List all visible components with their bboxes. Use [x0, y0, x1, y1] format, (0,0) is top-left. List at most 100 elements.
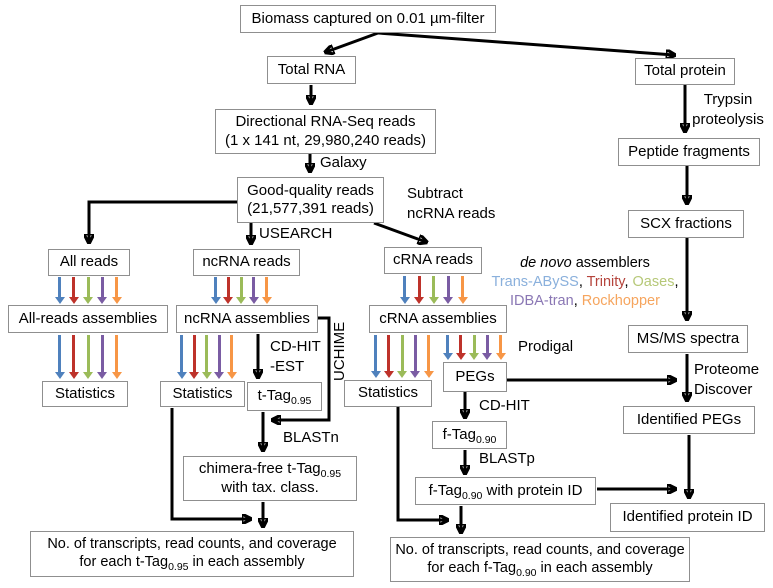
box-statistics-crna-label: Statistics — [357, 384, 418, 402]
box-summary-f: No. of transcripts, read counts, and cov… — [390, 537, 690, 582]
summary-t-subscript: 0.95 — [168, 560, 189, 573]
assembler-arrow — [86, 335, 90, 372]
box-good-reads-line1: Good-quality reads — [247, 181, 374, 199]
box-scx-fractions: SCX fractions — [628, 210, 744, 238]
assembler-arrows-crna-to-statistics — [374, 335, 430, 378]
box-identified-pegs: Identified PEGs — [623, 406, 755, 434]
assembler-arrow — [446, 335, 449, 353]
label-subtract: Subtract ncRNA reads — [407, 184, 495, 223]
assembler-arrow — [403, 276, 406, 297]
box-chimera-free-line2: with tax. class. — [221, 478, 319, 496]
assembler-arrows-all-assemblies — [58, 335, 118, 379]
assembler-arrow — [86, 277, 90, 297]
box-statistics-ncrna-label: Statistics — [172, 384, 233, 402]
t-tag-subscript: 0.95 — [290, 395, 312, 408]
assembler-arrow — [72, 335, 76, 372]
box-crna-reads: cRNA reads — [384, 247, 482, 274]
box-rnaseq-reads-line1: Directional RNA-Seq reads — [235, 113, 416, 131]
box-ncrna-assemblies-label: ncRNA assemblies — [184, 309, 310, 327]
legend-title-italic: de novo — [520, 255, 572, 271]
assembler-arrow — [58, 277, 61, 297]
box-peptide-fragments-label: Peptide fragments — [628, 142, 750, 160]
label-subtract-line1: Subtract — [407, 185, 463, 202]
assembler-arrow — [58, 335, 61, 372]
assembler-arrow — [499, 335, 502, 353]
assembler-arrow — [214, 277, 217, 297]
assembler-arrow — [400, 335, 404, 371]
label-cdhit-est-line2: -EST — [270, 357, 305, 375]
box-f-tag: f-Tag0.90 — [432, 421, 507, 449]
assembler-arrows-ncrna-assemblies — [180, 335, 233, 379]
box-total-rna-label: Total RNA — [277, 60, 346, 78]
box-good-reads: Good-quality reads (21,577,391 reads) — [237, 177, 384, 223]
box-f-tag-protein: f-Tag0.90 with protein ID — [415, 477, 596, 505]
arrow-biomass-to-total-protein — [377, 31, 674, 55]
label-cdhit-est-line1: CD-HIT — [270, 338, 321, 355]
arrow-statistics-crna-to-summary-f — [396, 407, 447, 520]
assembler-arrow — [192, 335, 196, 372]
legend-item: IDBA-tran — [510, 292, 574, 309]
assembler-arrow — [265, 277, 268, 297]
box-summary-f-line2: for each f-Tag0.90 in each assembly — [427, 559, 653, 579]
label-proteome-line2: Discover — [694, 380, 753, 398]
assembler-arrow — [417, 276, 421, 297]
box-identified-protein: Identified protein ID — [610, 503, 765, 532]
label-cdhit-est: CD-HIT -EST — [270, 337, 321, 376]
legend-item: Rockhopper — [581, 292, 660, 309]
box-ncrna-assemblies: ncRNA assemblies — [176, 305, 318, 333]
assembler-arrows-ncrna-reads — [214, 277, 268, 304]
assembler-arrow — [413, 335, 417, 371]
legend-title: de novo assemblers — [487, 254, 683, 273]
box-good-reads-line2: (21,577,391 reads) — [247, 200, 374, 217]
legend-title-rest: assemblers — [571, 255, 650, 271]
label-trypsin: Trypsin proteolysis — [680, 90, 773, 129]
box-total-protein-label: Total protein — [644, 62, 726, 80]
assembler-arrow — [387, 335, 391, 371]
box-crna-assemblies: cRNA assemblies — [369, 305, 507, 333]
arrow-statistics-ncrna-to-summary-t — [170, 408, 250, 519]
box-summary-t-line1: No. of transcripts, read counts, and cov… — [47, 536, 337, 553]
assembler-arrow — [461, 276, 464, 297]
label-proteome-discover: Proteome Discover — [694, 360, 759, 399]
assembler-arrow — [485, 335, 489, 353]
assembler-arrow — [374, 335, 377, 371]
assembler-arrow — [472, 335, 476, 353]
legend-item: , — [624, 273, 633, 290]
assembler-arrow — [459, 335, 463, 353]
assembler-legend: de novo assemblers Trans-ABySS, Trinity,… — [487, 254, 683, 311]
assembler-arrow — [252, 277, 256, 297]
f-tag-protein-subscript: 0.90 — [461, 489, 483, 502]
assembler-arrow — [427, 335, 430, 371]
box-total-rna: Total RNA — [267, 56, 356, 84]
label-prodigal: Prodigal — [518, 338, 574, 355]
assembler-arrow — [226, 277, 230, 297]
assembler-arrow — [432, 276, 435, 297]
box-pegs: PEGs — [443, 362, 507, 392]
legend-item: , — [573, 292, 582, 309]
box-statistics-all-label: Statistics — [54, 384, 115, 402]
legend-item: , — [578, 273, 587, 290]
box-statistics-ncrna: Statistics — [160, 381, 245, 407]
box-peptide-fragments: Peptide fragments — [618, 138, 760, 166]
assembler-arrows-crna-to-pegs — [446, 335, 502, 360]
box-identified-protein-label: Identified protein ID — [622, 508, 753, 526]
box-identified-pegs-label: Identified PEGs — [636, 410, 742, 428]
box-f-tag-label: f-Tag0.90 — [442, 425, 497, 446]
box-chimera-free-line1: chimera-free t-Tag0.95 — [198, 460, 342, 481]
label-cdhit: CD-HIT — [479, 397, 530, 414]
legend-item: Trans-ABySS — [491, 273, 579, 290]
box-scx-fractions-label: SCX fractions — [640, 214, 732, 232]
box-msms-spectra: MS/MS spectra — [628, 325, 748, 353]
label-blastn: BLASTn — [283, 429, 339, 446]
assembler-arrows-crna-reads — [403, 276, 464, 304]
label-galaxy: Galaxy — [320, 154, 367, 171]
box-biomass: Biomass captured on 0.01 µm-filter — [240, 5, 496, 33]
arrow-good-reads-to-crna-subtract — [373, 221, 426, 242]
box-msms-spectra-label: MS/MS spectra — [636, 329, 740, 347]
box-ncrna-reads: ncRNA reads — [193, 249, 300, 276]
assembler-arrow — [115, 277, 118, 297]
assembler-arrow — [446, 276, 450, 297]
box-all-reads-assemblies-label: All-reads assemblies — [18, 309, 158, 327]
arrow-good-reads-to-all-reads — [89, 200, 237, 242]
box-statistics-crna: Statistics — [344, 380, 432, 407]
